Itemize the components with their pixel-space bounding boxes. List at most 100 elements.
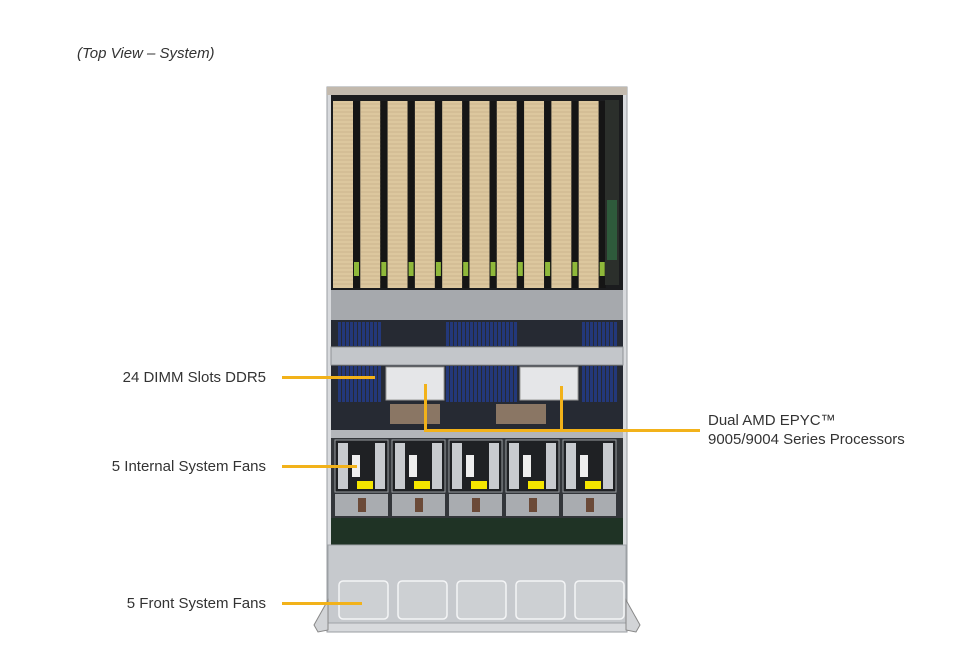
- dimm-slot: [358, 366, 361, 402]
- cpu-heatsink-1: [385, 366, 445, 401]
- dimm-slot: [594, 322, 597, 346]
- dimm-slot: [594, 366, 597, 402]
- fan-warning-label: [528, 481, 544, 489]
- dimm-slot: [366, 322, 369, 346]
- dimm-slot: [494, 322, 497, 346]
- dimm-slot: [454, 322, 457, 346]
- air-shroud: [331, 290, 623, 320]
- dimm-slot: [342, 366, 345, 402]
- gpu-shroud: [544, 101, 552, 288]
- dimm-slot: [590, 366, 593, 402]
- nvidia-logo-icon: [408, 262, 414, 276]
- dimm-slot: [374, 322, 377, 346]
- dimm-slot: [370, 366, 373, 402]
- dimm-slot: [614, 322, 617, 346]
- leader-cpu-horizontal: [424, 429, 700, 432]
- fan-warning-label: [414, 481, 430, 489]
- dimm-slot: [478, 322, 481, 346]
- front-fan-cover: [515, 580, 566, 620]
- gpu-shroud: [353, 101, 360, 288]
- dimm-slot: [494, 366, 497, 402]
- dimm-slot: [450, 366, 453, 402]
- dimm-slot: [350, 366, 353, 402]
- dimm-slot: [462, 322, 465, 346]
- dimm-slot: [614, 366, 617, 402]
- cpu-heatsink-2: [519, 366, 579, 401]
- vrm-2: [496, 404, 546, 424]
- dimm-slot: [362, 322, 365, 346]
- backplane: [331, 518, 623, 545]
- dimm-slot: [582, 366, 585, 402]
- gpu-shroud: [434, 101, 442, 288]
- fan-connector: [472, 498, 480, 512]
- leader-dimm: [282, 376, 375, 379]
- dimm-slot: [342, 322, 345, 346]
- dimm-slot: [478, 366, 481, 402]
- nvidia-logo-icon: [354, 262, 359, 276]
- front-fan-cover: [456, 580, 507, 620]
- fan-warning-label: [357, 481, 373, 489]
- dimm-slot: [454, 366, 457, 402]
- dimm-slot: [498, 322, 501, 346]
- dimm-slot: [582, 322, 585, 346]
- internal-fans: [334, 439, 617, 516]
- dimm-slot: [598, 322, 601, 346]
- dimm-slot: [354, 366, 357, 402]
- dimm-slot: [498, 366, 501, 402]
- dimm-slot: [378, 366, 381, 402]
- gpu-shroud: [516, 101, 524, 288]
- dimm-slot: [458, 322, 461, 346]
- dimm-slot: [586, 366, 589, 402]
- gpu-shroud: [407, 101, 415, 288]
- gpu-shroud: [489, 101, 497, 288]
- dimm-slot: [474, 322, 477, 346]
- dimm-slot: [450, 322, 453, 346]
- dimm-slot: [610, 366, 613, 402]
- fan-warning-label: [585, 481, 601, 489]
- front-fans: [338, 580, 625, 620]
- dimm-slot: [486, 322, 489, 346]
- dimm-slot: [514, 322, 517, 346]
- dimm-slot: [510, 322, 513, 346]
- gpu-shroud: [571, 101, 579, 288]
- gpu-shroud: [462, 101, 470, 288]
- gpu-shroud: [598, 101, 606, 288]
- dimm-slot: [490, 366, 493, 402]
- dimm-slots: [338, 322, 617, 402]
- leader-internal-fans: [282, 465, 357, 468]
- nvidia-logo-icon: [381, 262, 387, 276]
- gpu-cards: [333, 101, 606, 288]
- dimm-slot: [362, 366, 365, 402]
- nvidia-logo-icon: [517, 262, 523, 276]
- callout-processors-line1: Dual AMD EPYC™: [708, 412, 836, 429]
- dimm-slot: [458, 366, 461, 402]
- nvidia-logo-icon: [599, 262, 605, 276]
- fan-connector: [358, 498, 366, 512]
- dimm-slot: [462, 366, 465, 402]
- dimm-slot: [338, 322, 341, 346]
- vrm-1: [390, 404, 440, 424]
- dimm-slot: [446, 366, 449, 402]
- dimm-slot: [346, 322, 349, 346]
- view-caption: (Top View – System): [77, 45, 215, 62]
- dimm-slot: [374, 366, 377, 402]
- dimm-slot: [502, 322, 505, 346]
- callout-internal-fans: 5 Internal System Fans: [111, 458, 266, 475]
- front-fan-cover: [338, 580, 389, 620]
- nvidia-logo-icon: [463, 262, 469, 276]
- dimm-slot: [470, 366, 473, 402]
- dimm-slot: [350, 322, 353, 346]
- dimm-slot: [506, 322, 509, 346]
- callout-dimm-slots: 24 DIMM Slots DDR5: [122, 369, 266, 386]
- dimm-slot: [466, 366, 469, 402]
- fan-connector: [415, 498, 423, 512]
- dimm-slot: [502, 366, 505, 402]
- dimm-slot: [602, 366, 605, 402]
- dimm-slot: [370, 322, 373, 346]
- callout-processors: Dual AMD EPYC™ 9005/9004 Series Processo…: [708, 411, 905, 449]
- dimm-slot: [446, 322, 449, 346]
- dimm-slot: [490, 322, 493, 346]
- crossbar: [330, 346, 624, 366]
- leader-cpu2-vertical: [560, 386, 563, 430]
